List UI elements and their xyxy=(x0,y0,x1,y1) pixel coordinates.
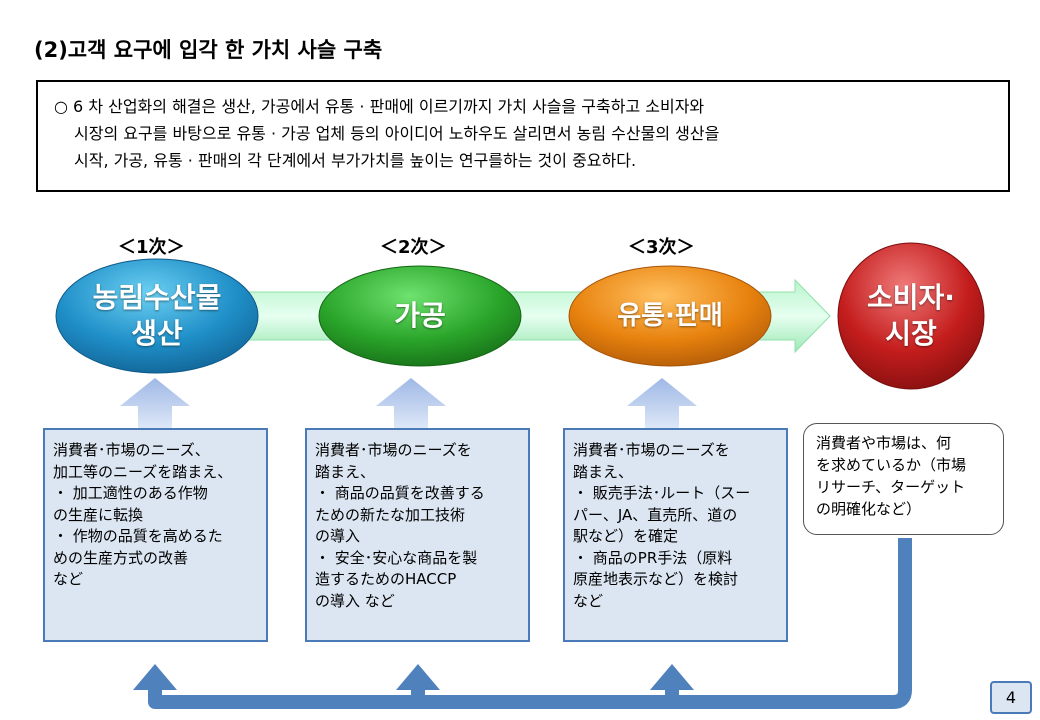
panel-line: 駅など）を確定 xyxy=(573,527,679,545)
node-distribution-label: 유통·판매 xyxy=(617,301,723,331)
summary-line-3: 시작, 가공, 유통 · 판매의 각 단계에서 부가가치를 높이는 연구를하는 … xyxy=(74,151,637,170)
node-consumer xyxy=(837,242,985,390)
panel-line: 造するためのHACCP xyxy=(315,570,457,588)
stage-label-2: ＜2次＞ xyxy=(380,237,447,258)
panel-distribution: 消費者･市場のニーズを 踏まえ、 ・ 販売手法･ルート（スー パー、JA、直売所… xyxy=(563,428,788,642)
panel-line: の生産に転換 xyxy=(53,505,144,524)
node-processing-label: 가공 xyxy=(394,299,446,332)
page-title: (2)고객 요구에 입각 한 가치 사슬 구축 xyxy=(34,38,383,62)
node-production-label: 농림수산물 생산 xyxy=(92,281,222,350)
stage-label-1: ＜1次＞ xyxy=(118,237,185,258)
stage-label-3: ＜3次＞ xyxy=(628,237,695,258)
panel-line: ・ 作物の品質を高めるた xyxy=(53,527,223,545)
panel-line: など xyxy=(573,591,604,610)
summary-box: ○ 6 차 산업화의 해결은 생산, 가공에서 유통 · 판매에 이르기까지 가… xyxy=(36,80,1010,192)
panel-line: ・ 加工適性のある作物 xyxy=(53,484,208,502)
feedback-arrow-head-1 xyxy=(133,664,177,690)
consumer-note: 消費者や市場は、何 を求めているか（市場 リサーチ、ターゲット の明確化など） xyxy=(803,423,1004,535)
note-line: リサーチ、ターゲット xyxy=(816,478,966,496)
feedback-arrow-head-2 xyxy=(396,664,440,690)
panel-line: パー、JA、直売所、道の xyxy=(573,505,738,524)
note-line: の明確化など） xyxy=(816,500,922,518)
panel-line: ・ 安全･安心な商品を製 xyxy=(315,548,478,567)
panel-line: 消費者･市場のニーズを xyxy=(315,441,472,459)
up-arrow-3 xyxy=(627,378,697,428)
panel-line: 原産地表示など）を検討 xyxy=(573,570,739,588)
panel-line: ための新たな加工技術 xyxy=(315,505,466,524)
node-processing xyxy=(318,265,522,367)
panel-line: 踏まえ、 xyxy=(315,462,376,481)
summary-line-2: 시장의 요구를 바탕으로 유통 · 가공 업체 등의 아이디어 노하우도 살리면… xyxy=(74,124,720,143)
panel-line: 消費者･市場のニーズ、 xyxy=(53,441,210,459)
summary-line-1: ○ 6 차 산업화의 해결은 생산, 가공에서 유통 · 판매에 이르기까지 가… xyxy=(54,97,705,116)
panel-line: ・ 商品のPR手法（原料 xyxy=(573,548,733,567)
page-number: 4 xyxy=(990,681,1032,714)
up-arrow-2 xyxy=(376,378,446,428)
panel-processing: 消費者･市場のニーズを 踏まえ、 ・ 商品の品質を改善する ための新たな加工技術… xyxy=(305,428,530,642)
feedback-arrow-line xyxy=(148,538,912,709)
note-line: を求めているか（市場 xyxy=(816,456,967,474)
panel-line: など xyxy=(53,570,84,588)
node-production xyxy=(55,258,259,374)
note-line: 消費者や市場は、何 xyxy=(816,434,952,452)
panel-line: 加工等のニーズを踏まえ、 xyxy=(53,462,233,481)
panel-line: の導入 など xyxy=(315,591,395,610)
panel-line: 消費者･市場のニーズを xyxy=(573,441,730,459)
feedback-arrow-head-3 xyxy=(650,664,694,690)
panel-line: 踏まえ、 xyxy=(573,462,634,481)
panel-production: 消費者･市場のニーズ、 加工等のニーズを踏まえ、 ・ 加工適性のある作物 の生産… xyxy=(43,428,268,642)
up-arrow-1 xyxy=(120,378,190,428)
node-distribution xyxy=(568,265,772,367)
panel-line: ・ 商品の品質を改善する xyxy=(315,484,485,502)
node-consumer-label: 소비자· 시장 xyxy=(867,281,955,350)
panel-line: めの生産方式の改善 xyxy=(53,548,189,567)
panel-line: の導入 xyxy=(315,527,361,545)
panel-line: ・ 販売手法･ルート（スー xyxy=(573,484,751,502)
